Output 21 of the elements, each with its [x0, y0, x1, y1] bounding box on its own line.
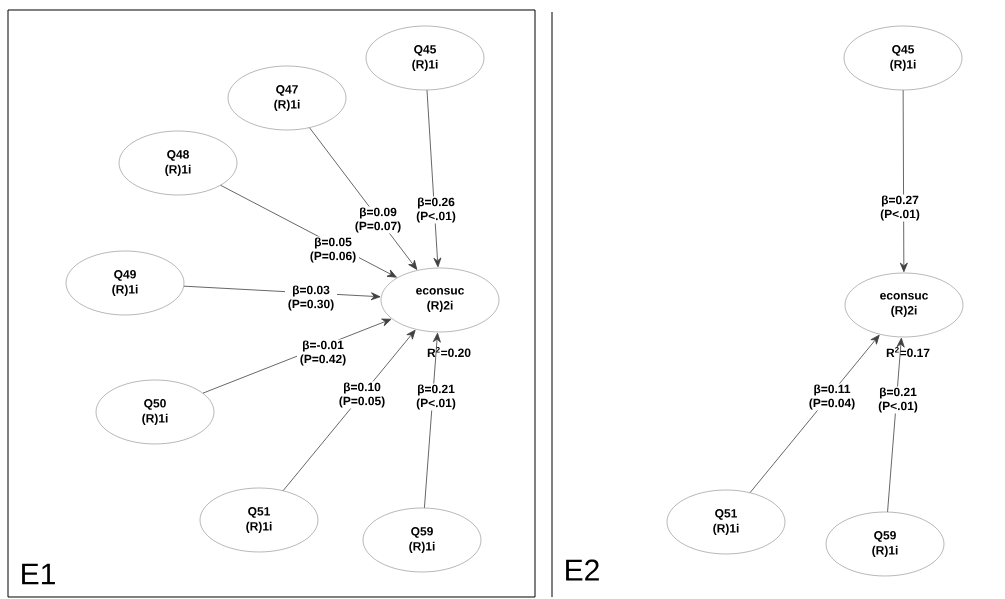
r-squared-label: R$^{2}$=0.20: [427, 346, 471, 357]
edge-label: β=0.26 (P<.01): [416, 197, 456, 223]
path-arrow: [424, 332, 441, 509]
path-arrow: [282, 329, 416, 491]
path-arrow: [887, 337, 905, 513]
panel-label: E1: [22, 563, 55, 585]
edge-label: β=0.27 (P<.01): [880, 195, 920, 221]
path-arrow: [426, 89, 442, 268]
path-arrow: [899, 89, 908, 273]
edge-label: β=0.11 (P=0.04): [809, 384, 855, 410]
edge-label: β=0.09 (P=0.07): [355, 207, 401, 233]
edge-label: β=0.21 (P<.01): [878, 387, 918, 413]
edge-label: β=0.05 (P=0.06): [310, 237, 356, 263]
path-arrow: [309, 127, 418, 270]
panel-label: E2: [566, 559, 599, 581]
edge-label: β=0.10 (P=0.05): [339, 382, 385, 408]
path-arrow: [749, 334, 880, 493]
edge-label: β=-0.01 (P=0.42): [300, 340, 346, 366]
r-squared-label: R$^{2}$=0.17: [886, 346, 930, 357]
edge-label: β=0.21 (P<.01): [416, 384, 456, 410]
edge-label: β=0.03 (P=0.30): [288, 285, 334, 311]
